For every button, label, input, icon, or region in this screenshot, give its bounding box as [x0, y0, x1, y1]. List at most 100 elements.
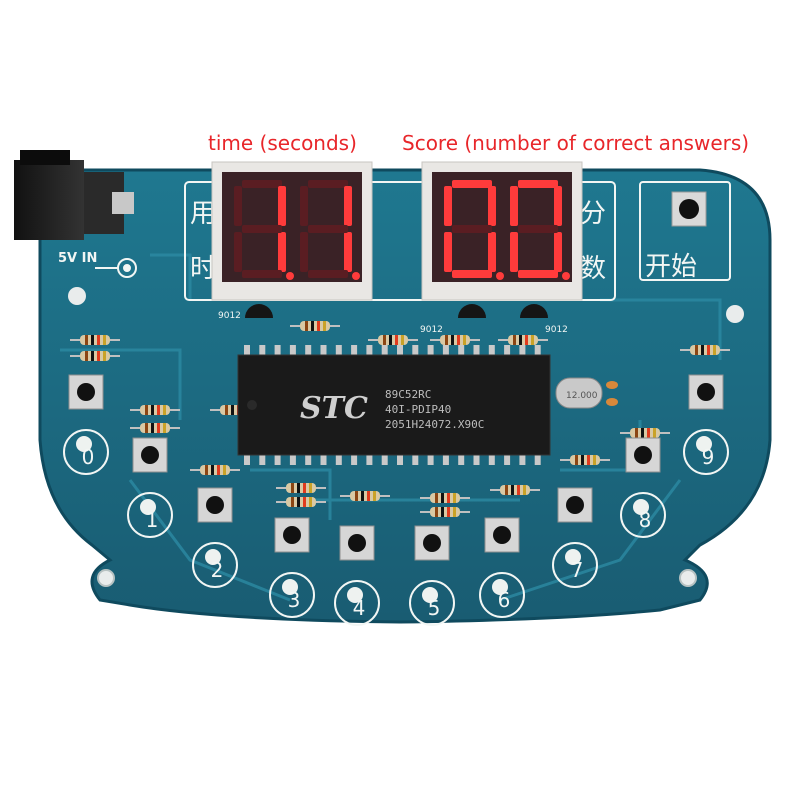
segment-c — [344, 232, 352, 272]
resistor — [368, 335, 418, 345]
digit-button-7[interactable]: 7 — [552, 487, 598, 588]
segment-e — [234, 232, 242, 272]
segment-e — [300, 232, 308, 272]
digit-button-0[interactable]: 0 — [63, 374, 109, 475]
resistor — [420, 493, 470, 503]
resistor — [290, 321, 340, 331]
digit-label: 2 — [211, 558, 224, 582]
digit-ring — [192, 542, 238, 588]
time-digit-2 — [300, 180, 360, 280]
digit-button-6[interactable]: 6 — [479, 517, 525, 618]
time-display — [211, 161, 373, 301]
score-char-1: 分 — [580, 199, 606, 229]
segment-e — [510, 232, 518, 272]
crystal-label: 12.000 — [566, 391, 598, 401]
segment-d — [308, 270, 348, 278]
resistor — [130, 405, 180, 415]
mcu-model: 89C52RC — [385, 388, 431, 401]
segment-b — [344, 186, 352, 226]
mcu-package: 40I-PDIP40 — [385, 403, 451, 416]
decimal-point — [352, 272, 360, 280]
segment-a — [242, 180, 282, 188]
segment-c — [278, 232, 286, 272]
segment-b — [278, 186, 286, 226]
resistor — [70, 351, 120, 361]
segment-f — [510, 186, 518, 226]
resistor — [276, 497, 326, 507]
digit-label: 0 — [82, 445, 95, 469]
digit-button-4[interactable]: 4 — [334, 525, 380, 626]
segment-g — [308, 225, 348, 233]
resistor — [560, 455, 610, 465]
segment-a — [518, 180, 558, 188]
digit-label: 8 — [639, 508, 652, 532]
start-label: 开始 — [645, 252, 697, 282]
power-jack — [14, 150, 134, 240]
resistor — [430, 335, 480, 345]
digit-label: 7 — [571, 558, 584, 582]
resistor — [498, 335, 548, 345]
resistor — [420, 507, 470, 517]
digit-button-5[interactable]: 5 — [409, 525, 455, 626]
segment-d — [452, 270, 492, 278]
segment-a — [452, 180, 492, 188]
score-digit-1 — [444, 180, 504, 280]
resistors — [70, 321, 730, 517]
power-label: 5V IN — [58, 251, 97, 266]
decimal-point — [286, 272, 294, 280]
digit-label: 6 — [498, 588, 511, 612]
score-display — [421, 161, 583, 301]
transistor-label-1: 9012 — [218, 311, 241, 321]
digit-label: 3 — [288, 588, 301, 612]
digit-button-1[interactable]: 1 — [127, 437, 173, 538]
start-button[interactable] — [671, 191, 707, 227]
segment-g — [518, 225, 558, 233]
score-caption: Score (number of correct answers) — [402, 131, 750, 155]
transistors — [245, 304, 548, 318]
segment-d — [242, 270, 282, 278]
digit-ring — [620, 492, 666, 538]
digit-buttons: 0 1 2 3 4 5 6 7 8 9 — [63, 374, 729, 626]
resistor — [70, 335, 120, 345]
score-digit-2 — [510, 180, 570, 280]
segment-c — [488, 232, 496, 272]
resistor — [190, 465, 240, 475]
segment-g — [242, 225, 282, 233]
segment-f — [444, 186, 452, 226]
decimal-point — [496, 272, 504, 280]
segment-g — [452, 225, 492, 233]
display-frame-silk — [184, 181, 731, 301]
resistor — [340, 491, 390, 501]
mcu-brand: STC — [300, 391, 368, 426]
digit-button-9[interactable]: 9 — [683, 374, 729, 475]
digit-ring — [552, 542, 598, 588]
segment-c — [554, 232, 562, 272]
segment-e — [444, 232, 452, 272]
digit-button-3[interactable]: 3 — [269, 517, 315, 618]
digit-ring — [127, 492, 173, 538]
digit-button-2[interactable]: 2 — [192, 487, 238, 588]
time-digit-1 — [234, 180, 294, 280]
crystal: 12.000 — [555, 377, 603, 409]
segment-d — [518, 270, 558, 278]
polarity-icon — [95, 258, 137, 278]
segment-f — [234, 186, 242, 226]
digit-ring — [334, 580, 380, 626]
mcu-batch: 2051H24072.X90C — [385, 418, 484, 431]
digit-label: 5 — [428, 596, 441, 620]
digit-ring — [479, 572, 525, 618]
resistor — [276, 483, 326, 493]
score-char-2: 数 — [580, 254, 606, 284]
digit-ring — [683, 429, 729, 475]
segment-b — [554, 186, 562, 226]
digit-button-8[interactable]: 8 — [620, 437, 666, 538]
digit-ring — [269, 572, 315, 618]
segment-b — [488, 186, 496, 226]
segment-f — [300, 186, 308, 226]
resistor — [680, 345, 730, 355]
decimal-point — [562, 272, 570, 280]
digit-ring — [63, 429, 109, 475]
resistor — [130, 423, 180, 433]
time-caption: time (seconds) — [208, 131, 357, 155]
